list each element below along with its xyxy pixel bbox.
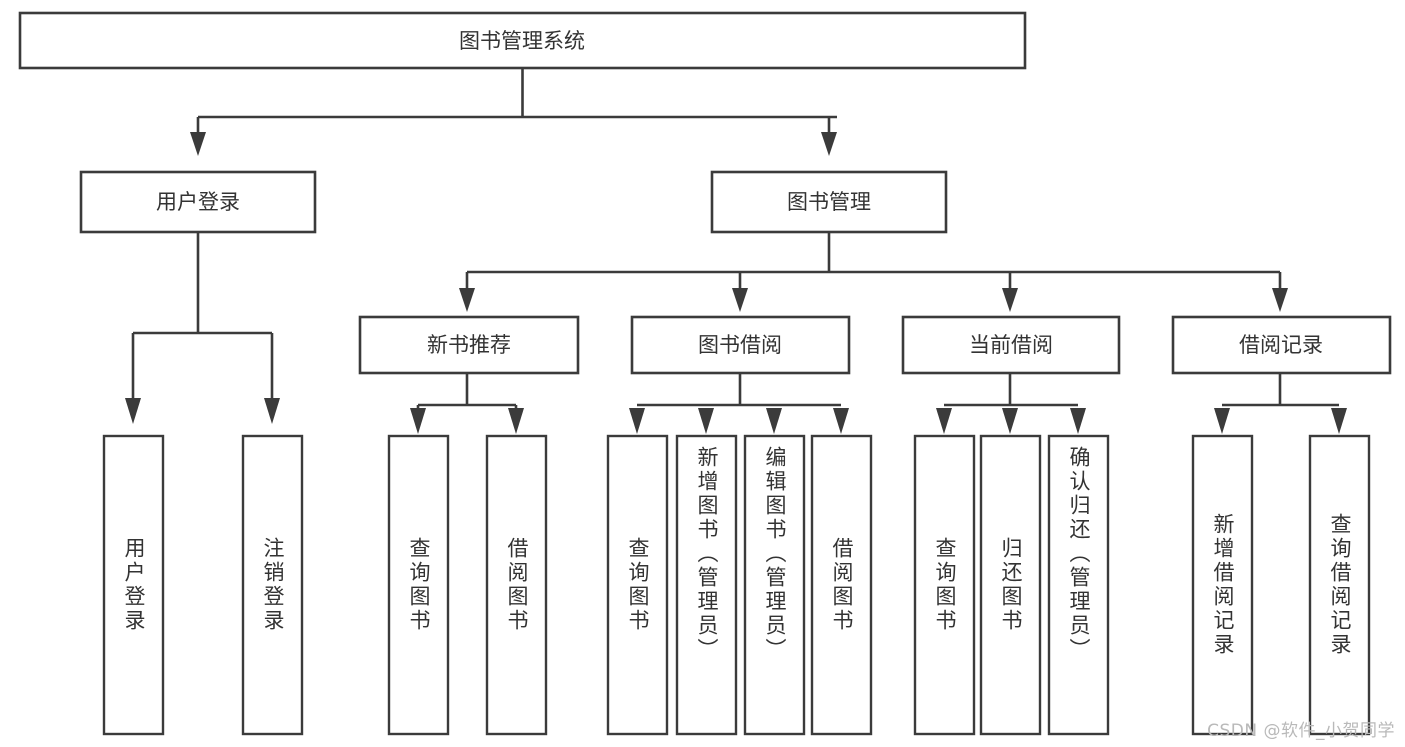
node-book-borrow-box[interactable] [630, 315, 851, 375]
watermark: CSDN @软件_小贺同学 [1207, 721, 1395, 741]
node-user-login-box[interactable] [79, 170, 317, 234]
leaf-add-record-box[interactable] [1191, 434, 1254, 736]
node-book-borrow-label: 图书借阅 [698, 333, 782, 357]
arrowhead-leaf-query-book-1 [410, 408, 426, 434]
node-current-borrow-box[interactable] [901, 315, 1121, 375]
arrowhead-book-manage [821, 132, 837, 156]
leaf-query-record-box[interactable] [1308, 434, 1371, 736]
node-root-label: 图书管理系统 [459, 29, 585, 53]
leaf-boxes [102, 434, 1371, 736]
leaf-borrow-book-1-box[interactable] [485, 434, 548, 736]
leaf-add-book-box[interactable] [675, 434, 738, 736]
arrowhead-book-borrow [732, 288, 748, 312]
leaf-borrow-book-2-box[interactable] [810, 434, 873, 736]
arrowhead-leaf-query-book-3 [936, 408, 952, 434]
leaf-query-book-1-box[interactable] [387, 434, 450, 736]
node-root[interactable]: 图书管理系统 [18, 11, 1027, 70]
arrowhead-current-borrow [1002, 288, 1018, 312]
arrowhead-new-book-recommend [459, 288, 475, 312]
arrowhead-user-login [190, 132, 206, 156]
arrowhead-leaf-add-record [1214, 408, 1230, 434]
node-current-borrow[interactable]: 当前借阅 [901, 315, 1121, 375]
node-book-borrow[interactable]: 图书借阅 [630, 315, 851, 375]
leaf-edit-book-box[interactable] [743, 434, 806, 736]
node-new-book-recommend-box[interactable] [358, 315, 580, 375]
leaf-query-book-2-box[interactable] [606, 434, 669, 736]
node-new-book-recommend[interactable]: 新书推荐 [358, 315, 580, 375]
arrowhead-leaf-logout [264, 398, 280, 424]
arrowhead-leaf-borrow-book-2 [833, 408, 849, 434]
node-current-borrow-label: 当前借阅 [969, 333, 1053, 357]
node-borrow-record-box[interactable] [1171, 315, 1392, 375]
arrowhead-leaf-confirm-return [1070, 408, 1086, 434]
arrowhead-borrow-record [1272, 288, 1288, 312]
node-borrow-record[interactable]: 借阅记录 [1171, 315, 1392, 375]
leaf-user-login-box[interactable] [102, 434, 165, 736]
arrowhead-leaf-user-login [125, 398, 141, 424]
node-borrow-record-label: 借阅记录 [1239, 333, 1323, 357]
node-user-login-label: 用户登录 [156, 190, 240, 214]
arrowhead-leaf-edit-book [766, 408, 782, 434]
leaf-return-book-box[interactable] [979, 434, 1042, 736]
leaf-logout-box[interactable] [241, 434, 304, 736]
node-new-book-recommend-label: 新书推荐 [427, 333, 511, 357]
leaf-query-book-3-box[interactable] [913, 434, 976, 736]
arrowhead-leaf-return-book [1002, 408, 1018, 434]
arrowhead-leaf-query-book-2 [629, 408, 645, 434]
node-root-box[interactable] [18, 11, 1027, 70]
arrowhead-leaf-borrow-book-1 [508, 408, 524, 434]
node-book-manage-box[interactable] [710, 170, 948, 234]
arrowhead-leaf-query-record [1331, 408, 1347, 434]
node-book-manage[interactable]: 图书管理 [710, 170, 948, 234]
node-book-manage-label: 图书管理 [787, 190, 871, 214]
arrowhead-leaf-add-book [698, 408, 714, 434]
node-user-login[interactable]: 用户登录 [79, 170, 317, 234]
connector-layer [125, 68, 1347, 434]
leaf-confirm-return-box[interactable] [1047, 434, 1110, 736]
